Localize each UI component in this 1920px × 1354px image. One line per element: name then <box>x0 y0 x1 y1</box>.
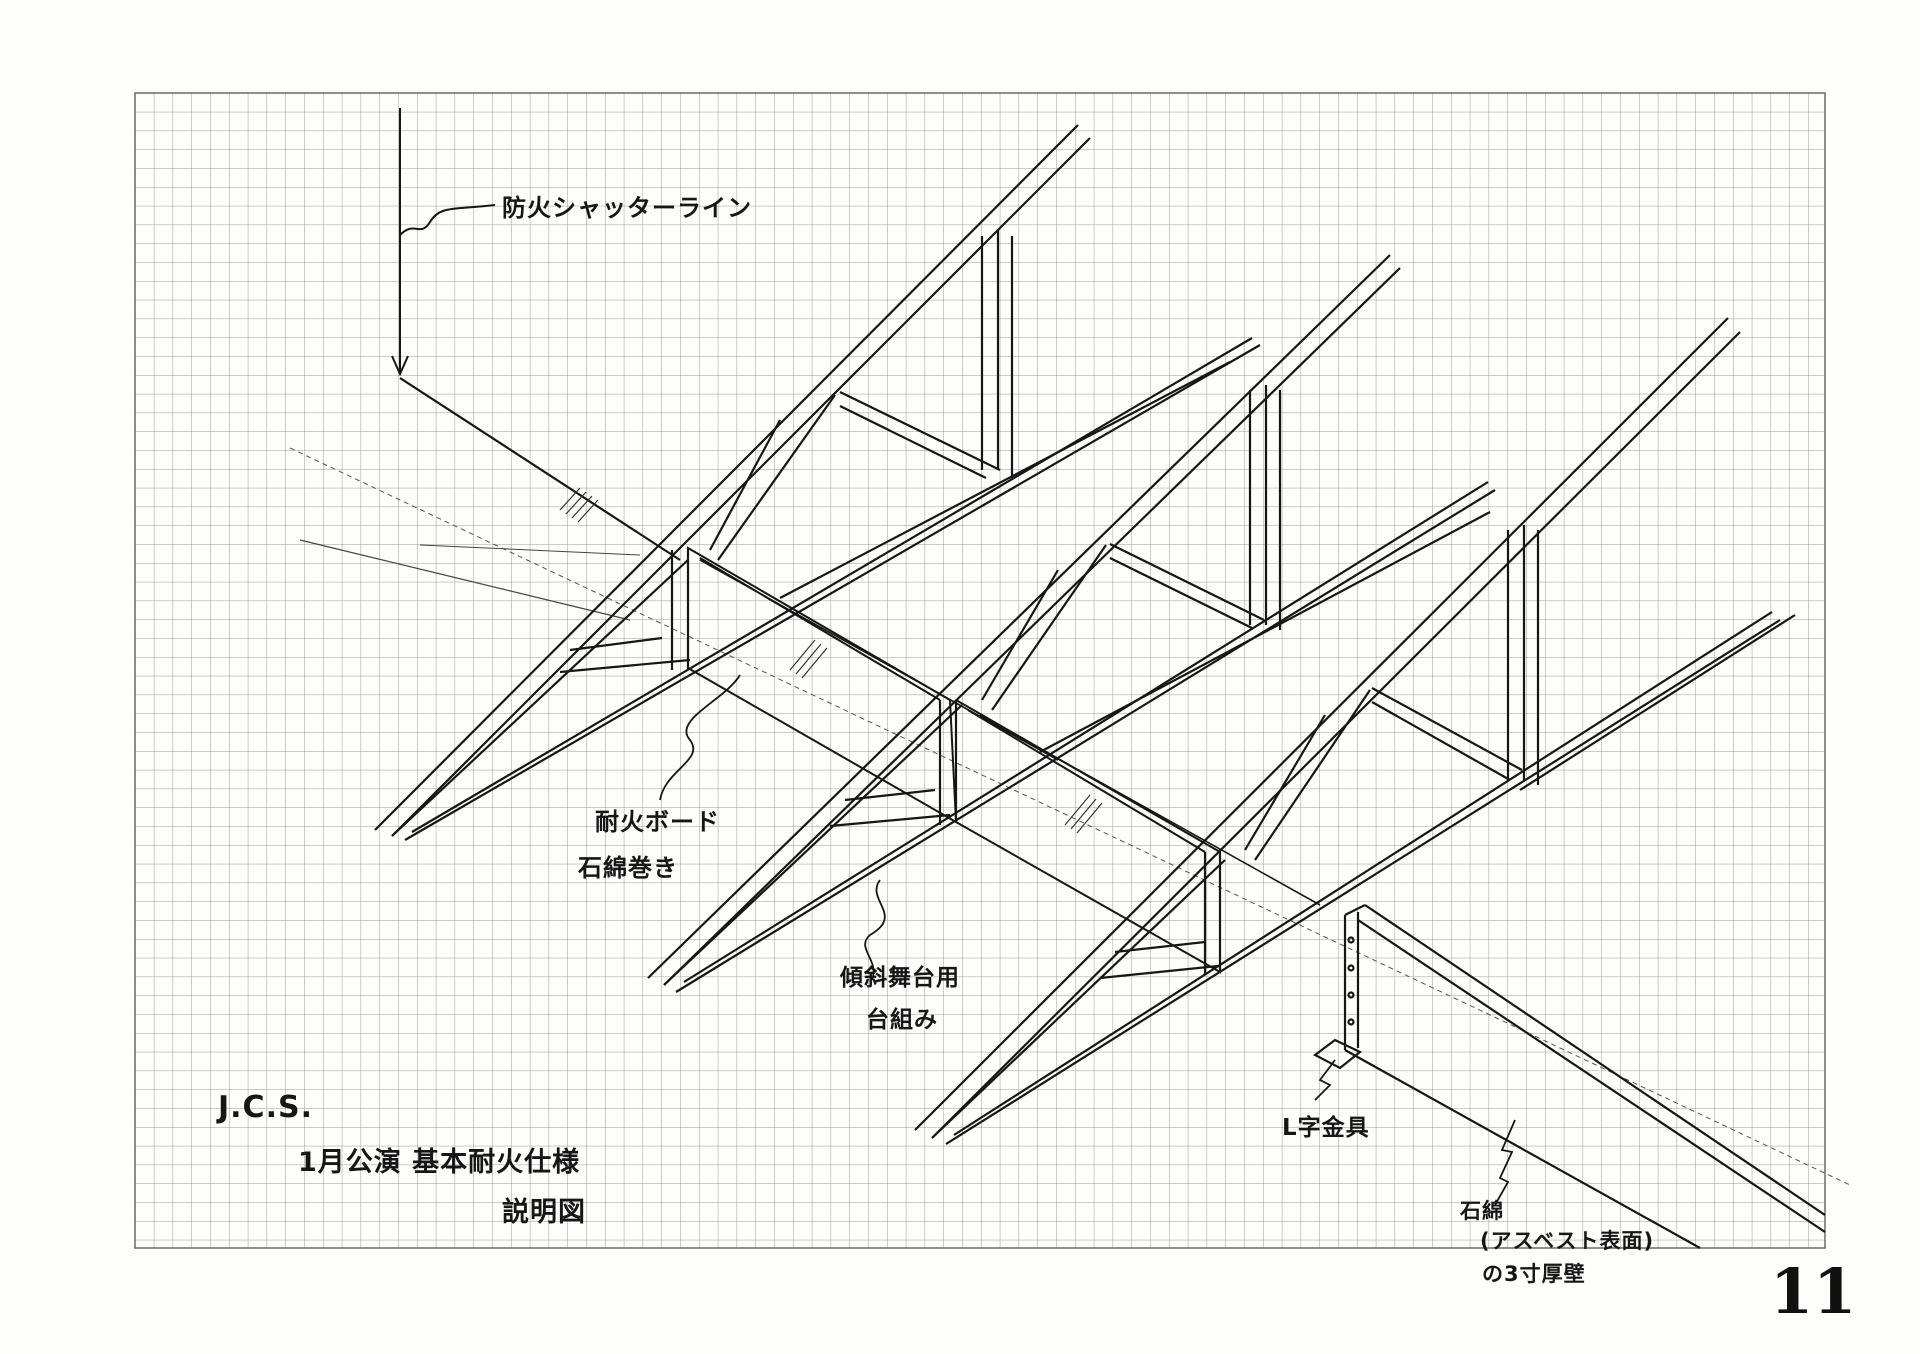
board-label-line1: 耐火ボード <box>595 808 720 836</box>
shutter-line-label: 防火シャッターライン <box>502 194 752 222</box>
ground-lines <box>289 377 1851 1186</box>
truss-3 <box>914 317 1796 1145</box>
graph-paper-grid <box>134 92 1826 1249</box>
page-number: 11 <box>1770 1255 1857 1328</box>
l-bracket-label: L字金具 <box>1282 1115 1370 1141</box>
asbestos-label-line1: 石綿 <box>1460 1199 1504 1223</box>
asbestos-label-line2: (アスベスト表面) <box>1480 1229 1655 1253</box>
title-line2: 説明図 <box>502 1197 586 1228</box>
title-line1: 1月公演 基本耐火仕様 <box>298 1147 581 1178</box>
hatch-marks <box>559 487 1103 834</box>
truss-1 <box>374 124 1261 841</box>
truss-2 <box>647 254 1496 993</box>
board-label-line2: 石綿巻き <box>578 854 678 882</box>
leader-lines <box>659 674 1516 1206</box>
asbestos-label-line3: の3寸厚壁 <box>1482 1262 1586 1286</box>
stage-label-line1: 傾斜舞台用 <box>840 965 960 991</box>
shutter-arrow <box>391 108 496 377</box>
stage-label-line2: 台組み <box>866 1007 938 1033</box>
company-name: J.C.S. <box>218 1090 313 1125</box>
fireproof-board-panels <box>687 546 1321 974</box>
asbestos-wall <box>1312 904 1826 1249</box>
